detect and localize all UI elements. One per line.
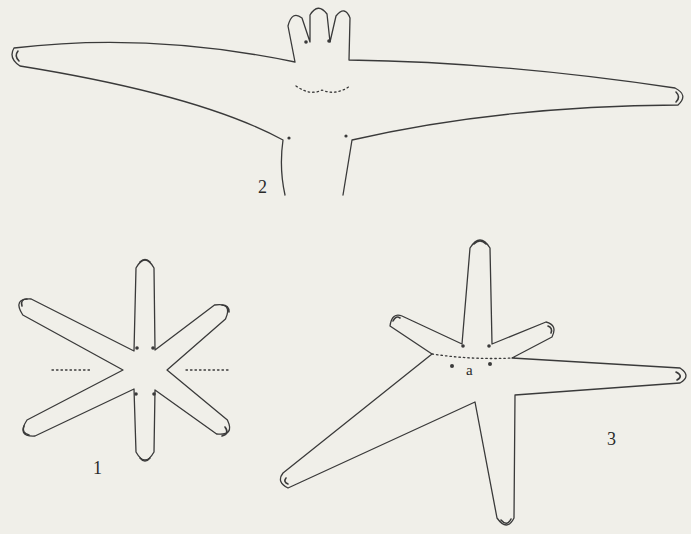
starfish-outline xyxy=(280,240,686,525)
division-line xyxy=(432,354,512,359)
arm-tip-marks xyxy=(16,51,680,523)
division-line xyxy=(52,369,92,370)
figure-number: 3 xyxy=(607,430,616,448)
part-letter: a xyxy=(466,363,473,378)
figure-number: 2 xyxy=(258,178,267,196)
body-dots xyxy=(134,39,492,396)
figure-number: 1 xyxy=(93,459,102,477)
division-line xyxy=(186,369,230,370)
starfish-outline xyxy=(19,260,230,460)
starfish-outline xyxy=(12,8,683,195)
division-line xyxy=(296,86,350,92)
